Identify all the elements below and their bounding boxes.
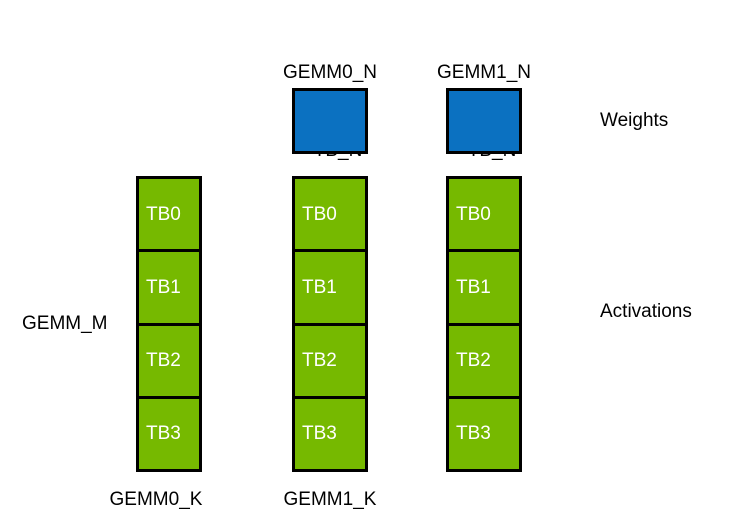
tb-cell: TB0 (446, 176, 522, 253)
tb-cell-label: TB1 (302, 276, 337, 298)
side-label-activations: Activations (600, 301, 692, 322)
tb-cell-label: TB2 (146, 350, 181, 372)
bottom-label-gemm0-k: GEMM0_K (109, 489, 203, 510)
tb-cell-label: TB3 (302, 423, 337, 445)
bottom-label-gemm1-k: GEMM1_K (283, 489, 377, 510)
tb-cell: TB2 (292, 322, 368, 399)
tb-cell-label: TB1 (146, 276, 181, 298)
tb-cell-label: TB1 (456, 276, 491, 298)
tb-cell-label: TB0 (302, 203, 337, 225)
tb-cell: TB3 (136, 395, 202, 472)
tb-cell: TB1 (292, 249, 368, 326)
tb-cell-label: TB2 (302, 350, 337, 372)
activations-column-gemm-m: TB0 TB1 TB2 TB3 (136, 176, 202, 472)
tb-cell-label: TB3 (456, 423, 491, 445)
tb-cell: TB3 (446, 395, 522, 472)
top-label-gemm0-n-line1: GEMM0_N (283, 62, 377, 83)
side-label-weights: Weights (600, 110, 669, 131)
tb-cell: TB2 (136, 322, 202, 399)
tb-cell-label: TB0 (146, 203, 181, 225)
left-label-gemm-m: GEMM_M (22, 313, 108, 334)
tb-cell-label: TB3 (146, 423, 181, 445)
tb-cell: TB2 (446, 322, 522, 399)
tb-cell-label: TB2 (456, 350, 491, 372)
weights-block-gemm1 (446, 88, 522, 154)
tb-cell: TB1 (446, 249, 522, 326)
activations-column-gemm1: TB0 TB1 TB2 TB3 (446, 176, 522, 472)
tb-cell-label: TB0 (456, 203, 491, 225)
tb-cell: TB0 (292, 176, 368, 253)
activations-column-gemm0: TB0 TB1 TB2 TB3 (292, 176, 368, 472)
tb-cell: TB1 (136, 249, 202, 326)
top-label-gemm1-n-line1: GEMM1_N (437, 62, 531, 83)
tb-cell: TB3 (292, 395, 368, 472)
tb-cell: TB0 (136, 176, 202, 253)
weights-block-gemm0 (292, 88, 368, 154)
